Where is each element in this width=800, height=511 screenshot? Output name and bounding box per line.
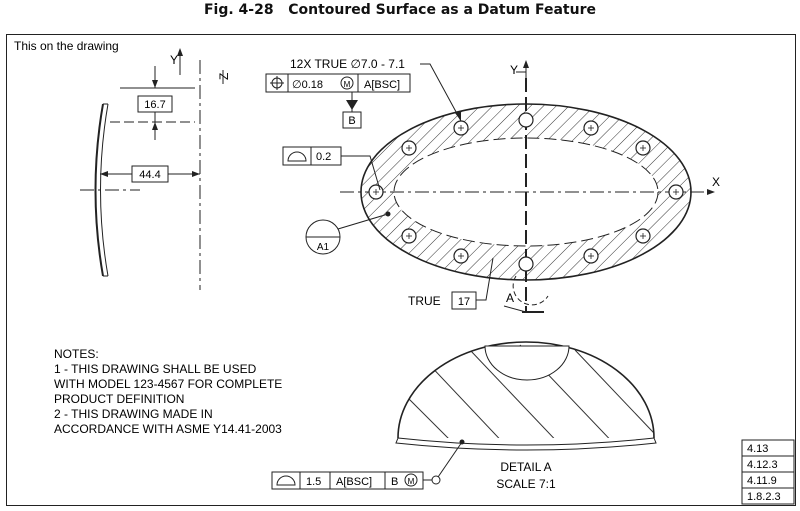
side-profile-outer: [94, 103, 104, 277]
position-fcf: ∅0.18 M A[BSC]: [265, 73, 411, 93]
figure-number: Fig. 4-28: [203, 2, 274, 18]
reference-entry: 1.8.2.3: [747, 491, 781, 503]
side-y-label: Y: [170, 53, 178, 67]
datum-target-a1-label: A1: [317, 242, 330, 253]
section-letter: A: [506, 291, 514, 305]
detail-label: DETAIL A: [500, 460, 551, 474]
detail-profile-fcf: 1.5 A[BSC] B M: [271, 471, 424, 490]
hole-callout: 12X TRUE ∅7.0 - 7.1: [290, 57, 405, 71]
notes-line: ACCORDANCE WITH ASME Y14.41-2003: [54, 422, 282, 436]
drawing-caption: This on the drawing: [14, 39, 119, 53]
detail-dome-outline: [397, 341, 655, 439]
top-y-label: Y: [510, 63, 518, 77]
notes-line: PRODUCT DEFINITION: [54, 392, 184, 406]
detail-surface-band: [395, 437, 657, 451]
detail-datum-b: B: [391, 476, 398, 488]
datum-b-label: B: [348, 115, 355, 127]
notes-line: WITH MODEL 123-4567 FOR COMPLETE: [54, 377, 282, 391]
detail-datum-a: A[BSC]: [336, 476, 372, 488]
detail-modifier: M: [408, 477, 415, 486]
fcf-tolerance: ∅0.18: [292, 79, 323, 91]
notes-line: 1 - THIS DRAWING SHALL BE USED: [54, 362, 257, 376]
top-x-label: X: [712, 175, 720, 189]
true-value: 17: [458, 296, 470, 308]
reference-entry: 4.11.9: [747, 475, 777, 487]
top-view: Y X 12X TRUE ∅7.0 - 7.1: [265, 57, 720, 313]
detail-cutout: [484, 345, 570, 381]
datum-b-box: [342, 111, 362, 129]
drawing-frame: [6, 34, 796, 506]
reference-entry: 4.13: [747, 443, 768, 455]
fcf-modifier: M: [344, 80, 351, 89]
side-z-label: Z: [217, 73, 231, 80]
notes-heading: NOTES:: [54, 347, 99, 361]
profile-tolerance: 0.2: [316, 151, 331, 163]
detail-scale: SCALE 7:1: [496, 477, 556, 491]
dim-width: 44.4: [139, 169, 160, 181]
detail-tolerance: 1.5: [306, 476, 321, 488]
dim-height: 16.7: [144, 99, 165, 111]
profile-fcf: 0.2: [282, 146, 342, 166]
figure-subtitle: Contoured Surface as a Datum Feature: [288, 2, 596, 18]
notes-line: 2 - THIS DRAWING MADE IN: [54, 407, 213, 421]
side-view: Y Z 16.7 44.4: [80, 48, 231, 290]
reference-table: 4.13 4.12.3 4.11.9 1.8.2.3: [741, 439, 795, 505]
fcf-datums: A[BSC]: [364, 79, 400, 91]
notes-block: NOTES: 1 - THIS DRAWING SHALL BE USED WI…: [54, 347, 282, 436]
figure-title: Fig. 4-28 Contoured Surface as a Datum F…: [0, 2, 800, 18]
reference-entry: 4.12.3: [747, 459, 778, 471]
true-label: TRUE: [408, 294, 441, 308]
detail-a-view: 1.5 A[BSC] B M DETAIL A SCALE 7:1: [271, 341, 657, 491]
